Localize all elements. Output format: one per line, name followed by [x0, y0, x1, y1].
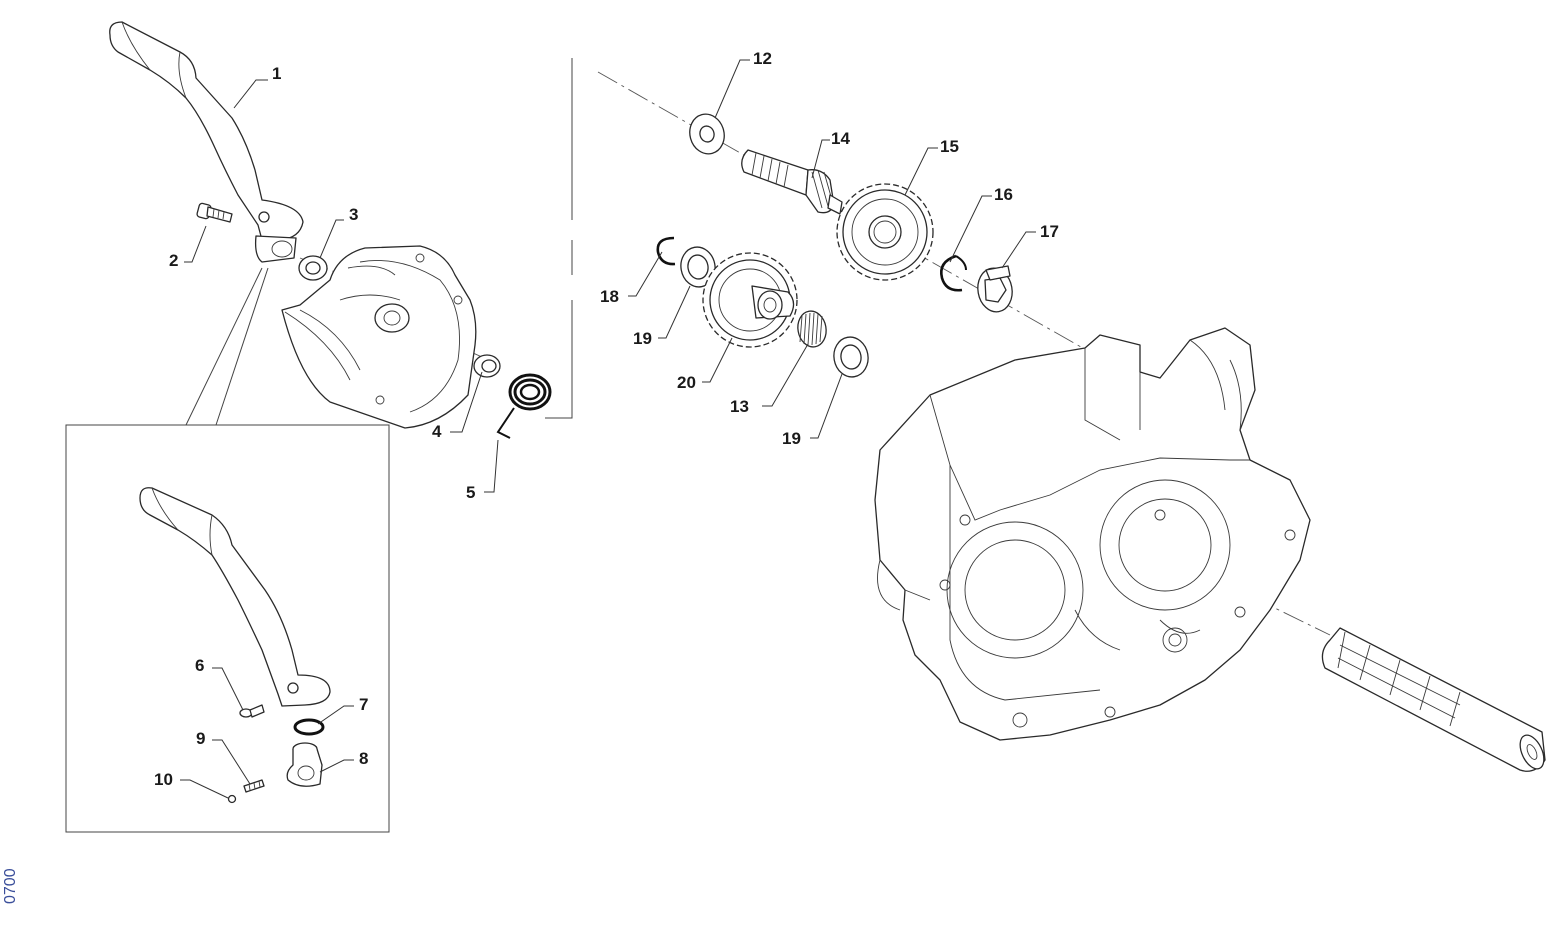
callout-6: 6	[195, 656, 204, 675]
callout-10: 10	[154, 770, 173, 789]
callout-16: 16	[994, 185, 1013, 204]
oil-seal	[298, 255, 328, 281]
kickstart-shaft	[741, 149, 843, 215]
callout-8: 8	[359, 749, 368, 768]
group-bracket	[545, 58, 573, 419]
o-ring	[293, 718, 325, 736]
clutch-cover-section	[281, 245, 477, 429]
spring-pin	[243, 779, 265, 793]
thrust-washer-12	[689, 113, 725, 155]
callout-17: 17	[1040, 222, 1059, 241]
crankcase-half	[874, 327, 1311, 741]
circlip-18	[656, 236, 676, 266]
callout-12: 12	[753, 49, 772, 68]
callout-19-a: 19	[633, 329, 652, 348]
callout-9: 9	[196, 729, 205, 748]
callout-14: 14	[831, 129, 850, 148]
callout-15: 15	[940, 137, 959, 156]
idler-gear	[702, 252, 798, 348]
callout-19-b: 19	[782, 429, 801, 448]
kickstart-gear	[836, 183, 934, 281]
callout-1: 1	[272, 64, 281, 83]
callout-4: 4	[432, 422, 442, 441]
callout-5: 5	[466, 483, 475, 502]
washer-19-b	[833, 336, 869, 378]
needle-bearing	[797, 310, 827, 348]
callout-20: 20	[677, 373, 696, 392]
circlip-16	[940, 254, 967, 292]
callout-2: 2	[169, 251, 178, 270]
diagram-code: 0700	[2, 868, 19, 904]
kickstart-lever	[109, 21, 304, 263]
bolt	[196, 202, 233, 223]
alt-kickstart-lever	[139, 487, 331, 707]
callout-7: 7	[359, 695, 368, 714]
alt-bolt	[239, 704, 265, 718]
kickstart-hub	[286, 742, 323, 787]
callouts: 1 2 3 4 5 6 7 8 9 10 12 13 14 15 16 17 1	[154, 49, 1059, 799]
washer-19-a	[680, 246, 716, 288]
callout-18: 18	[600, 287, 619, 306]
bushing	[473, 354, 501, 378]
callout-3: 3	[349, 205, 358, 224]
detail-inset	[65, 267, 390, 833]
ball	[227, 794, 237, 804]
return-spring	[496, 373, 552, 439]
lock-washer	[977, 265, 1013, 313]
callout-13: 13	[730, 397, 749, 416]
main-shaft	[1321, 627, 1546, 772]
